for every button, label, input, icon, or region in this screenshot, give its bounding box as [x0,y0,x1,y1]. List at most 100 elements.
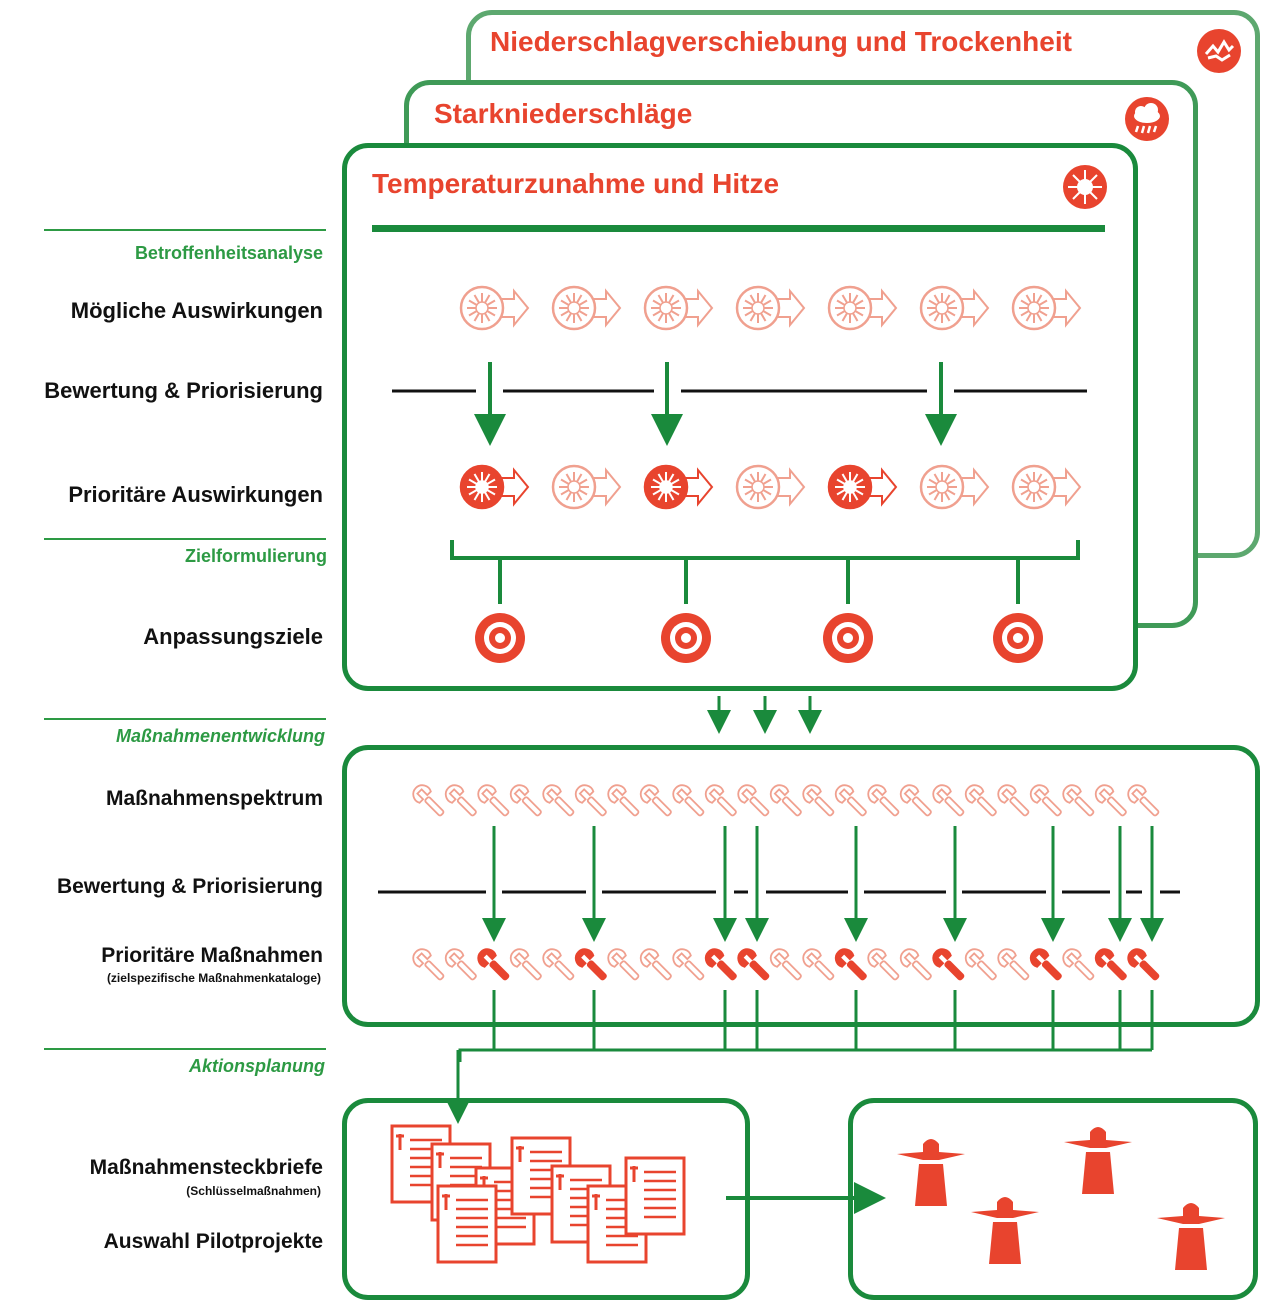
section-rule-aktion [44,1048,326,1050]
row-bewertung-2: Bewertung & Priorisierung [56,875,323,898]
wrench-icon [932,948,965,981]
panel-connector-arrows [707,696,822,734]
heat-title-underline [372,225,1105,232]
row-prioritaere-massnahmen-sub: (zielspezifische Maßnahmenkataloge) [106,971,321,985]
wrench-icon [1127,784,1160,817]
wrench-icon [412,784,445,817]
wrench-icon [737,948,770,981]
layer-heavy-rain-title: Starkniederschläge [434,98,693,129]
row-prioritaere-auswirkungen: Prioritäre Auswirkungen [68,482,323,507]
wrench-icon [542,948,575,981]
row-prioritaere-massnahmen: Prioritäre Maßnahmen [101,944,323,967]
row-massnahmenspektrum: Maßnahmenspektrum [105,787,323,810]
section-zielformulierung: Zielformulierung [184,546,327,566]
impact-icon [827,464,898,510]
wrench-icon [639,948,672,981]
measure-row-spectrum [412,784,1160,817]
wrench-icon [607,948,640,981]
wrench-icon [574,784,607,817]
wrench-icon [477,784,510,817]
measure-collector [458,990,1154,1062]
target-icon [823,613,873,663]
factsheet-documents [390,1124,686,1264]
row-massnahmensteckbriefe-sub: (Schlüsselmaßnahmen) [186,1184,321,1198]
section-betroffenheit: Betroffenheitsanalyse [134,243,323,263]
wrench-icon [412,948,445,981]
document-icon [436,1184,498,1264]
impact-icon [1011,464,1082,510]
wrench-icon [867,948,900,981]
wrench-icon [477,948,510,981]
measure-selection-arrows [482,826,1164,942]
lighthouse-icon [897,1139,965,1206]
target-icon [475,613,525,663]
wrench-icon [1094,948,1127,981]
row-auswahl-pilotprojekte: Auswahl Pilotprojekte [103,1230,323,1253]
wrench-icon [509,948,542,981]
wrench-icon [704,784,737,817]
wrench-icon [542,784,575,817]
impact-selection-arrows [474,362,957,446]
sun-icon [1062,164,1108,210]
section-aktionsplanung: Aktionsplanung [189,1056,325,1076]
impact-icon [551,285,622,331]
impact-icon [919,464,990,510]
wrench-icon [769,784,802,817]
wrench-icon [1062,784,1095,817]
wrench-icon [1029,784,1062,817]
rain-cloud-icon [1124,96,1170,142]
drought-icon [1196,28,1242,74]
impact-icon [643,464,714,510]
impact-icon [1011,285,1082,331]
wrench-icon [802,784,835,817]
wrench-icon [899,784,932,817]
target-row [475,613,1043,663]
wrench-icon [444,948,477,981]
wrench-icon [899,948,932,981]
layer-heat-title: Temperaturzunahme und Hitze [372,168,780,199]
row-bewertung-1: Bewertung & Priorisierung [44,378,323,403]
section-rule-ziel [44,538,326,540]
wrench-icon [867,784,900,817]
wrench-icon [607,784,640,817]
impact-icon [919,285,990,331]
impact-icon [735,464,806,510]
row-massnahmensteckbriefe: Maßnahmensteckbriefe [89,1156,323,1179]
lighthouse-icon [1064,1127,1132,1194]
wrench-icon [1029,948,1062,981]
impact-icon [459,464,530,510]
lighthouse-icon [971,1197,1039,1264]
wrench-icon [737,784,770,817]
wrench-icon [964,948,997,981]
wrench-icon [509,784,542,817]
wrench-icon [672,948,705,981]
impact-icon [459,285,530,331]
target-icon [993,613,1043,663]
wrench-icon [834,784,867,817]
row-moegliche-auswirkungen: Mögliche Auswirkungen [70,298,323,323]
wrench-icon [704,948,737,981]
wrench-icon [834,948,867,981]
wrench-icon [997,784,1030,817]
wrench-icon [672,784,705,817]
document-icon [624,1156,686,1236]
lighthouse-icon [1157,1203,1225,1270]
section-rule-betroffenheit [44,229,326,231]
pilot-lighthouses [897,1127,1225,1270]
wrench-icon [802,948,835,981]
layer-drought-title: Niederschlagverschiebung und Trockenheit [490,26,1072,57]
wrench-icon [932,784,965,817]
impact-icon [735,285,806,331]
target-bracket [450,540,1080,604]
section-massnahmenentwicklung: Maßnahmenentwicklung [115,726,325,746]
wrench-icon [1062,948,1095,981]
impact-icon [827,285,898,331]
wrench-icon [444,784,477,817]
wrench-icon [997,948,1030,981]
wrench-icon [1094,784,1127,817]
row-anpassungsziele: Anpassungsziele [143,624,323,649]
wrench-icon [769,948,802,981]
wrench-icon [964,784,997,817]
impact-row-prioritized [459,464,1082,510]
